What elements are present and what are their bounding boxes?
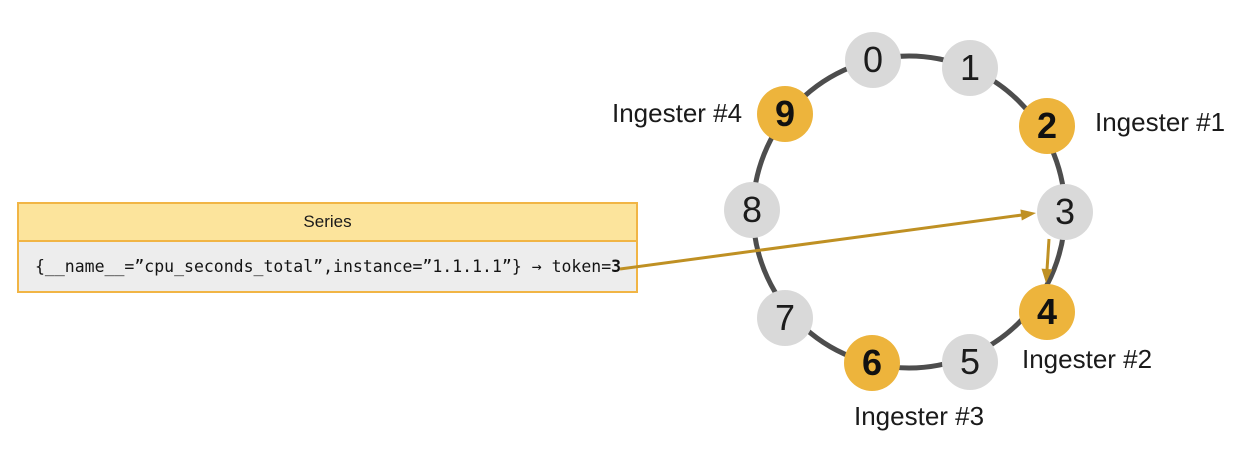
- ring-node-4-value: 4: [1036, 291, 1058, 332]
- ring-node-3: 3: [1037, 184, 1093, 240]
- ring-node-6: 6: [844, 335, 900, 391]
- series-token-value: 3: [611, 257, 622, 276]
- ring-node-6-value: 6: [861, 342, 883, 383]
- ring-node-7-value: 7: [774, 297, 796, 338]
- ingester-3-label: Ingester #3: [854, 401, 985, 431]
- ring-node-9-value: 9: [774, 93, 796, 134]
- ingester-4-label: Ingester #4: [612, 98, 743, 128]
- series-token-mapping-text: → token=: [521, 257, 612, 276]
- ring-node-8-value: 8: [741, 189, 763, 230]
- ring-node-0: 0: [845, 32, 901, 88]
- ring-node-8: 8: [724, 182, 780, 238]
- ingester-1-label: Ingester #1: [1095, 107, 1226, 137]
- token-to-ingester-arrow-line: [1045, 238, 1051, 271]
- ring-node-1-value: 1: [959, 47, 981, 88]
- ring-node-4: 4: [1019, 284, 1075, 340]
- ring-node-7: 7: [757, 290, 813, 346]
- ring-node-1: 1: [942, 40, 998, 96]
- ingester-2-label: Ingester #2: [1022, 344, 1153, 374]
- ring-node-2-value: 2: [1036, 105, 1058, 146]
- ring-node-2: 2: [1019, 98, 1075, 154]
- ring-node-0-value: 0: [862, 39, 884, 80]
- series-to-token-arrowhead-icon: [1020, 209, 1036, 221]
- series-expression: {__name__=”cpu_seconds_total”,instance=”…: [19, 242, 636, 291]
- series-to-token-arrow-line: [619, 213, 1023, 271]
- token-to-ingester-arrowhead-icon: [1041, 268, 1053, 283]
- series-box: Series {__name__=”cpu_seconds_total”,ins…: [17, 202, 638, 293]
- ring-node-5-value: 5: [959, 341, 981, 382]
- ring-node-3-value: 3: [1054, 191, 1076, 232]
- ring-node-5: 5: [942, 334, 998, 390]
- series-selector-text: {__name__=”cpu_seconds_total”,instance=”…: [35, 257, 522, 276]
- ring-node-9: 9: [757, 86, 813, 142]
- series-box-title: Series: [19, 204, 636, 242]
